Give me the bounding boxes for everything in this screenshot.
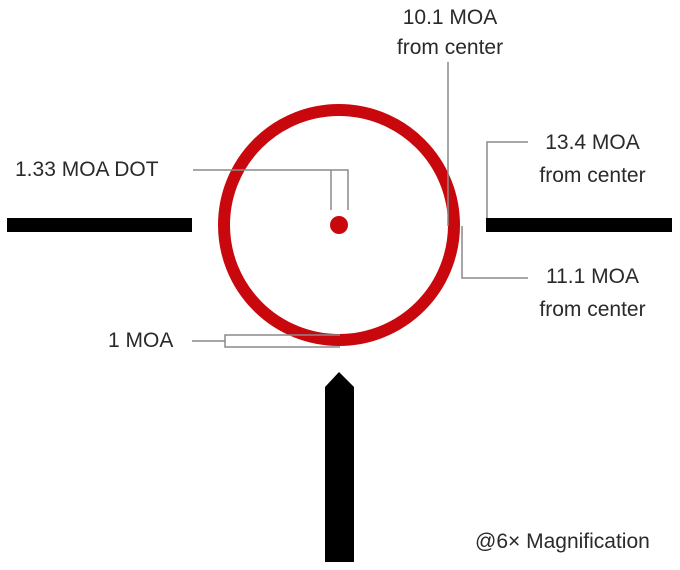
outer-ring-sublabel: from center	[539, 298, 646, 321]
center-dot	[330, 216, 348, 234]
ring-width-bracket	[224, 334, 340, 348]
bottom-post	[325, 372, 354, 562]
outer-ring-leader-line	[461, 226, 528, 279]
left-horizontal-bar	[7, 218, 192, 232]
bar-gap-label: 13.4 MOA	[545, 131, 640, 154]
dot-leader-line	[193, 169, 349, 210]
right-horizontal-bar	[486, 218, 672, 232]
bar-gap-sublabel: from center	[539, 164, 646, 187]
bar-gap-leader-line	[486, 141, 528, 218]
red-ring	[218, 104, 460, 346]
ring-width-label: 1 MOA	[108, 329, 174, 352]
inner-ring-sublabel: from center	[396, 36, 504, 59]
inner-ring-label: 10.1 MOA	[402, 6, 498, 29]
magnification-label: @6× Magnification	[475, 530, 650, 553]
dot-size-label: 1.33 MOA DOT	[15, 158, 159, 181]
outer-ring-label: 11.1 MOA	[546, 265, 639, 288]
